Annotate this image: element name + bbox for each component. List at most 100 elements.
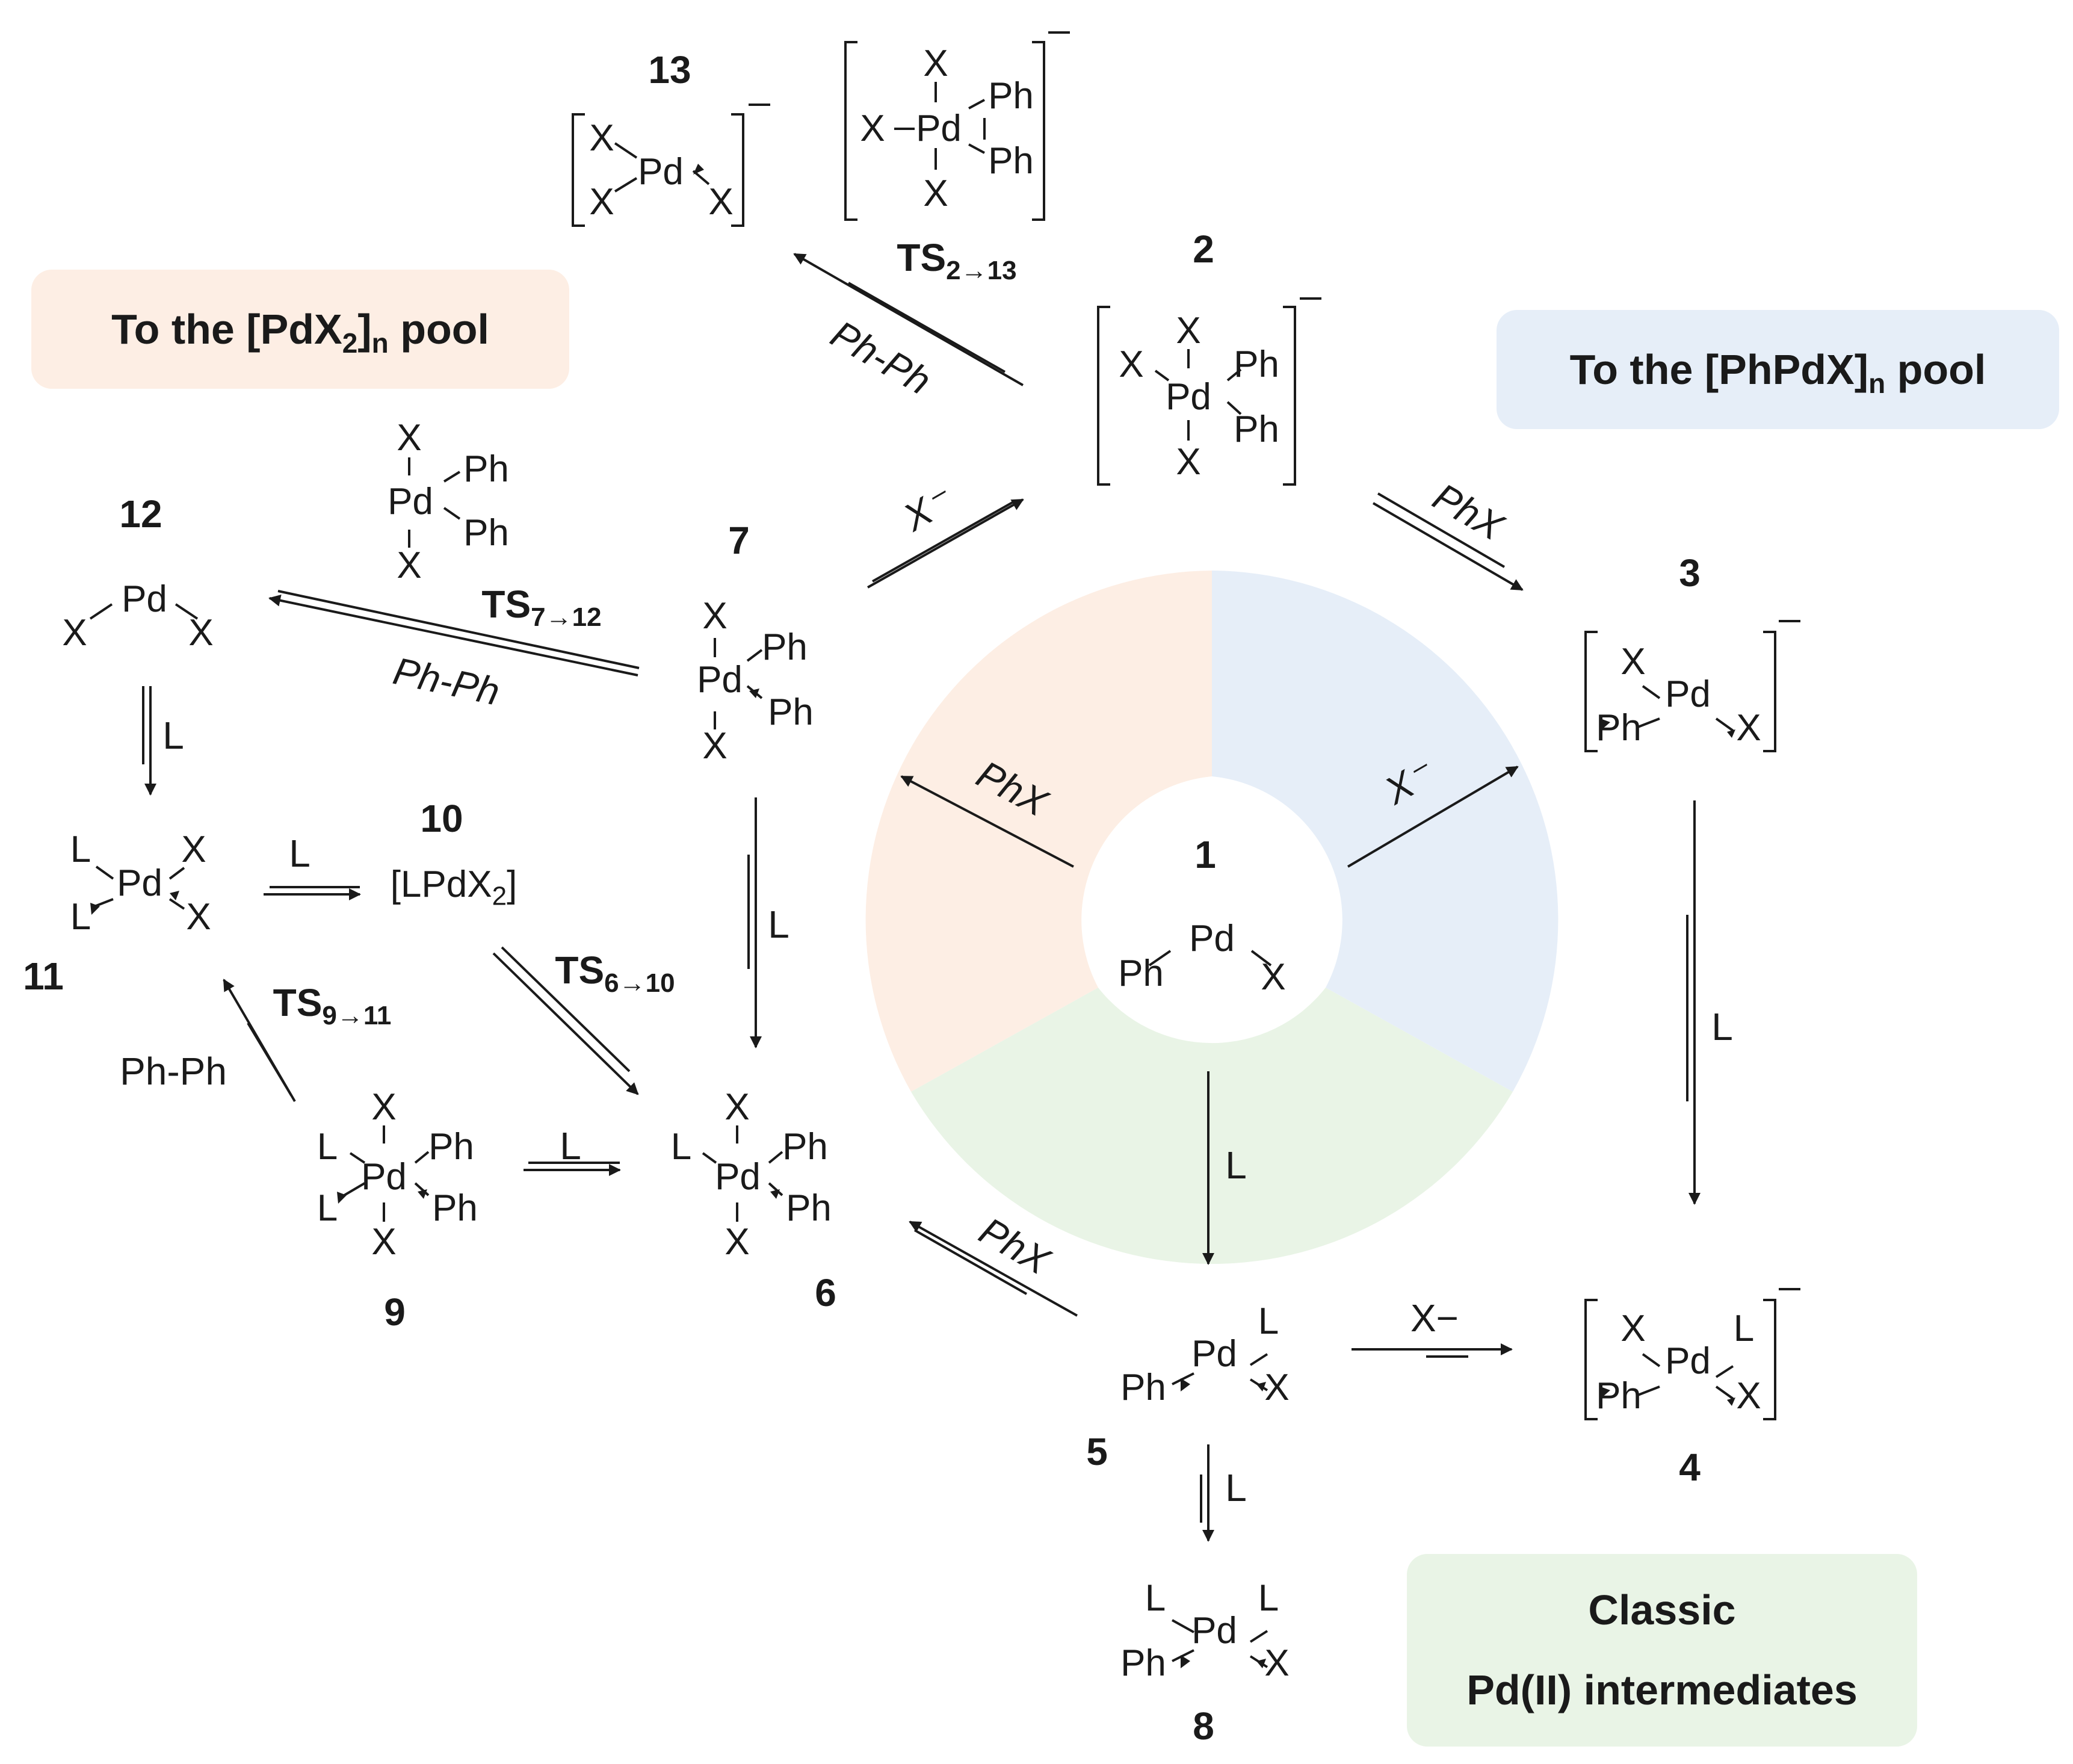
c6-ph-top: Ph: [782, 1126, 828, 1168]
c5-ph: Ph: [1120, 1367, 1166, 1408]
ts7-12-pd: Pd: [388, 481, 433, 522]
ts2-13-x-top: X: [923, 43, 948, 84]
c1-x: X: [1261, 956, 1286, 998]
compound-number-2: 2: [1193, 227, 1214, 271]
c13-x-bottom: X: [589, 181, 614, 223]
c12-x-left: X: [62, 612, 87, 654]
ts2-13-charge: [1048, 31, 1070, 34]
c12-pd: Pd: [122, 578, 167, 620]
ts2-13-x-bottom: X: [923, 173, 948, 214]
ts-9-11-label: TS9→11: [273, 981, 392, 1030]
c11-pd: Pd: [117, 862, 162, 904]
wheel-sector-pdx2: [865, 571, 1212, 1092]
bracket-3: [1584, 631, 1776, 752]
c10-formula: [LPdX2]: [390, 864, 517, 911]
c7-x-bottom: X: [702, 725, 728, 767]
phpdx-pool-label: To the [PhPdX]n pool: [1569, 345, 1986, 399]
condition-l-7-6: L: [768, 903, 789, 946]
condition-l-3-4: L: [1711, 1005, 1733, 1048]
c11-x-bottom: X: [186, 896, 211, 938]
compound-number-12: 12: [119, 492, 162, 536]
c7-pd: Pd: [697, 659, 743, 701]
c1-pd: Pd: [1189, 918, 1235, 959]
c8-l-left: L: [1145, 1577, 1166, 1619]
ts-6-10-label: TS6→10: [555, 949, 675, 998]
c2-x-bottom: X: [1176, 441, 1201, 483]
compound-number-8: 8: [1193, 1704, 1214, 1748]
c9-l-top: L: [317, 1126, 338, 1168]
c3-x: X: [1620, 641, 1646, 682]
c3-ph: Ph: [1596, 707, 1642, 749]
c2-x-left: X: [1119, 344, 1144, 385]
compound-number-7: 7: [728, 519, 750, 562]
c4-ph: Ph: [1596, 1375, 1642, 1417]
c9-l-bottom: L: [317, 1187, 338, 1229]
c11-l-top: L: [70, 829, 91, 870]
c8-l-right: L: [1258, 1577, 1279, 1619]
ts-2-13-label: TS2→13: [897, 236, 1017, 285]
c9-ph-top: Ph: [428, 1126, 474, 1168]
c4-pd: Pd: [1665, 1340, 1711, 1382]
phpdx-pool-box: To the [PhPdX]n pool: [1497, 310, 2059, 429]
c6-ph-bottom: Ph: [786, 1187, 832, 1229]
ts2-13-ph-top: Ph: [988, 75, 1034, 117]
c9-pd: Pd: [361, 1156, 407, 1198]
condition-l-5-8: L: [1225, 1466, 1247, 1509]
bracket-13: [572, 113, 744, 227]
c7-x-top: X: [702, 595, 728, 637]
c7-ph-bottom: Ph: [768, 692, 814, 733]
c4-l: L: [1733, 1308, 1755, 1349]
c9-x-bottom: X: [371, 1221, 397, 1263]
c8-pd: Pd: [1191, 1610, 1237, 1651]
condition-l-12-11: L: [162, 714, 184, 757]
condition-l-1-5: L: [1225, 1144, 1247, 1187]
c2-charge: [1300, 297, 1321, 300]
ts-7-12-label: TS7→12: [481, 583, 602, 632]
c7-ph-top: Ph: [762, 627, 808, 668]
compound-number-1: 1: [1194, 833, 1216, 876]
ts2-13-pd: Pd: [916, 108, 962, 149]
classic-line-2: Pd(II) intermediates: [1466, 1667, 1858, 1713]
c9-ph-bottom: Ph: [432, 1187, 478, 1229]
c5-x: X: [1264, 1367, 1290, 1408]
c8-x: X: [1264, 1642, 1290, 1684]
ts7-12-ph-bottom: Ph: [463, 512, 509, 554]
wedges: [90, 164, 1735, 1668]
c6-x-bottom: X: [724, 1221, 750, 1263]
wheel-sector-classic: [911, 988, 1513, 1264]
c2-ph-bottom: Ph: [1234, 409, 1279, 450]
c4-charge: [1779, 1288, 1800, 1290]
bracket-ts2-13: [844, 41, 1045, 221]
compound-number-5: 5: [1086, 1430, 1108, 1473]
ts7-12-ph-top: Ph: [463, 448, 509, 490]
c8-ph: Ph: [1120, 1642, 1166, 1684]
c13-charge: [749, 104, 770, 106]
compound-number-11: 11: [23, 955, 64, 998]
compound-number-13: 13: [648, 48, 691, 91]
c3-charge: [1779, 620, 1800, 622]
c11-x-top: X: [181, 829, 206, 870]
c6-x-top: X: [724, 1086, 750, 1128]
c1-ph: Ph: [1118, 953, 1164, 994]
c6-l: L: [670, 1126, 692, 1168]
condition-xminus-5-4: X−: [1410, 1296, 1459, 1340]
c3-pd: Pd: [1665, 673, 1711, 715]
condition-phph-9-11: Ph-Ph: [120, 1050, 227, 1093]
c11-l-bottom: L: [70, 896, 91, 938]
c3-x-right: X: [1736, 707, 1761, 749]
c9-x-top: X: [371, 1086, 397, 1128]
pdx2-pool-box: To the [PdX2]n pool: [31, 270, 569, 389]
c4-x: X: [1620, 1308, 1646, 1349]
compound-number-9: 9: [384, 1290, 406, 1334]
ts2-13-x-left: X: [860, 108, 885, 149]
ts2-13-ph-bottom: Ph: [988, 140, 1034, 182]
c13-pd: Pd: [638, 151, 684, 193]
pdx2-pool-label: To the [PdX2]n pool: [111, 305, 489, 359]
condition-l-11-10: L: [289, 832, 310, 875]
ts7-12-x-bottom: X: [397, 545, 422, 586]
compound-number-10: 10: [420, 797, 463, 840]
c2-pd: Pd: [1166, 376, 1211, 418]
c2-x-top: X: [1176, 310, 1201, 351]
condition-l-9-6: L: [560, 1124, 581, 1168]
